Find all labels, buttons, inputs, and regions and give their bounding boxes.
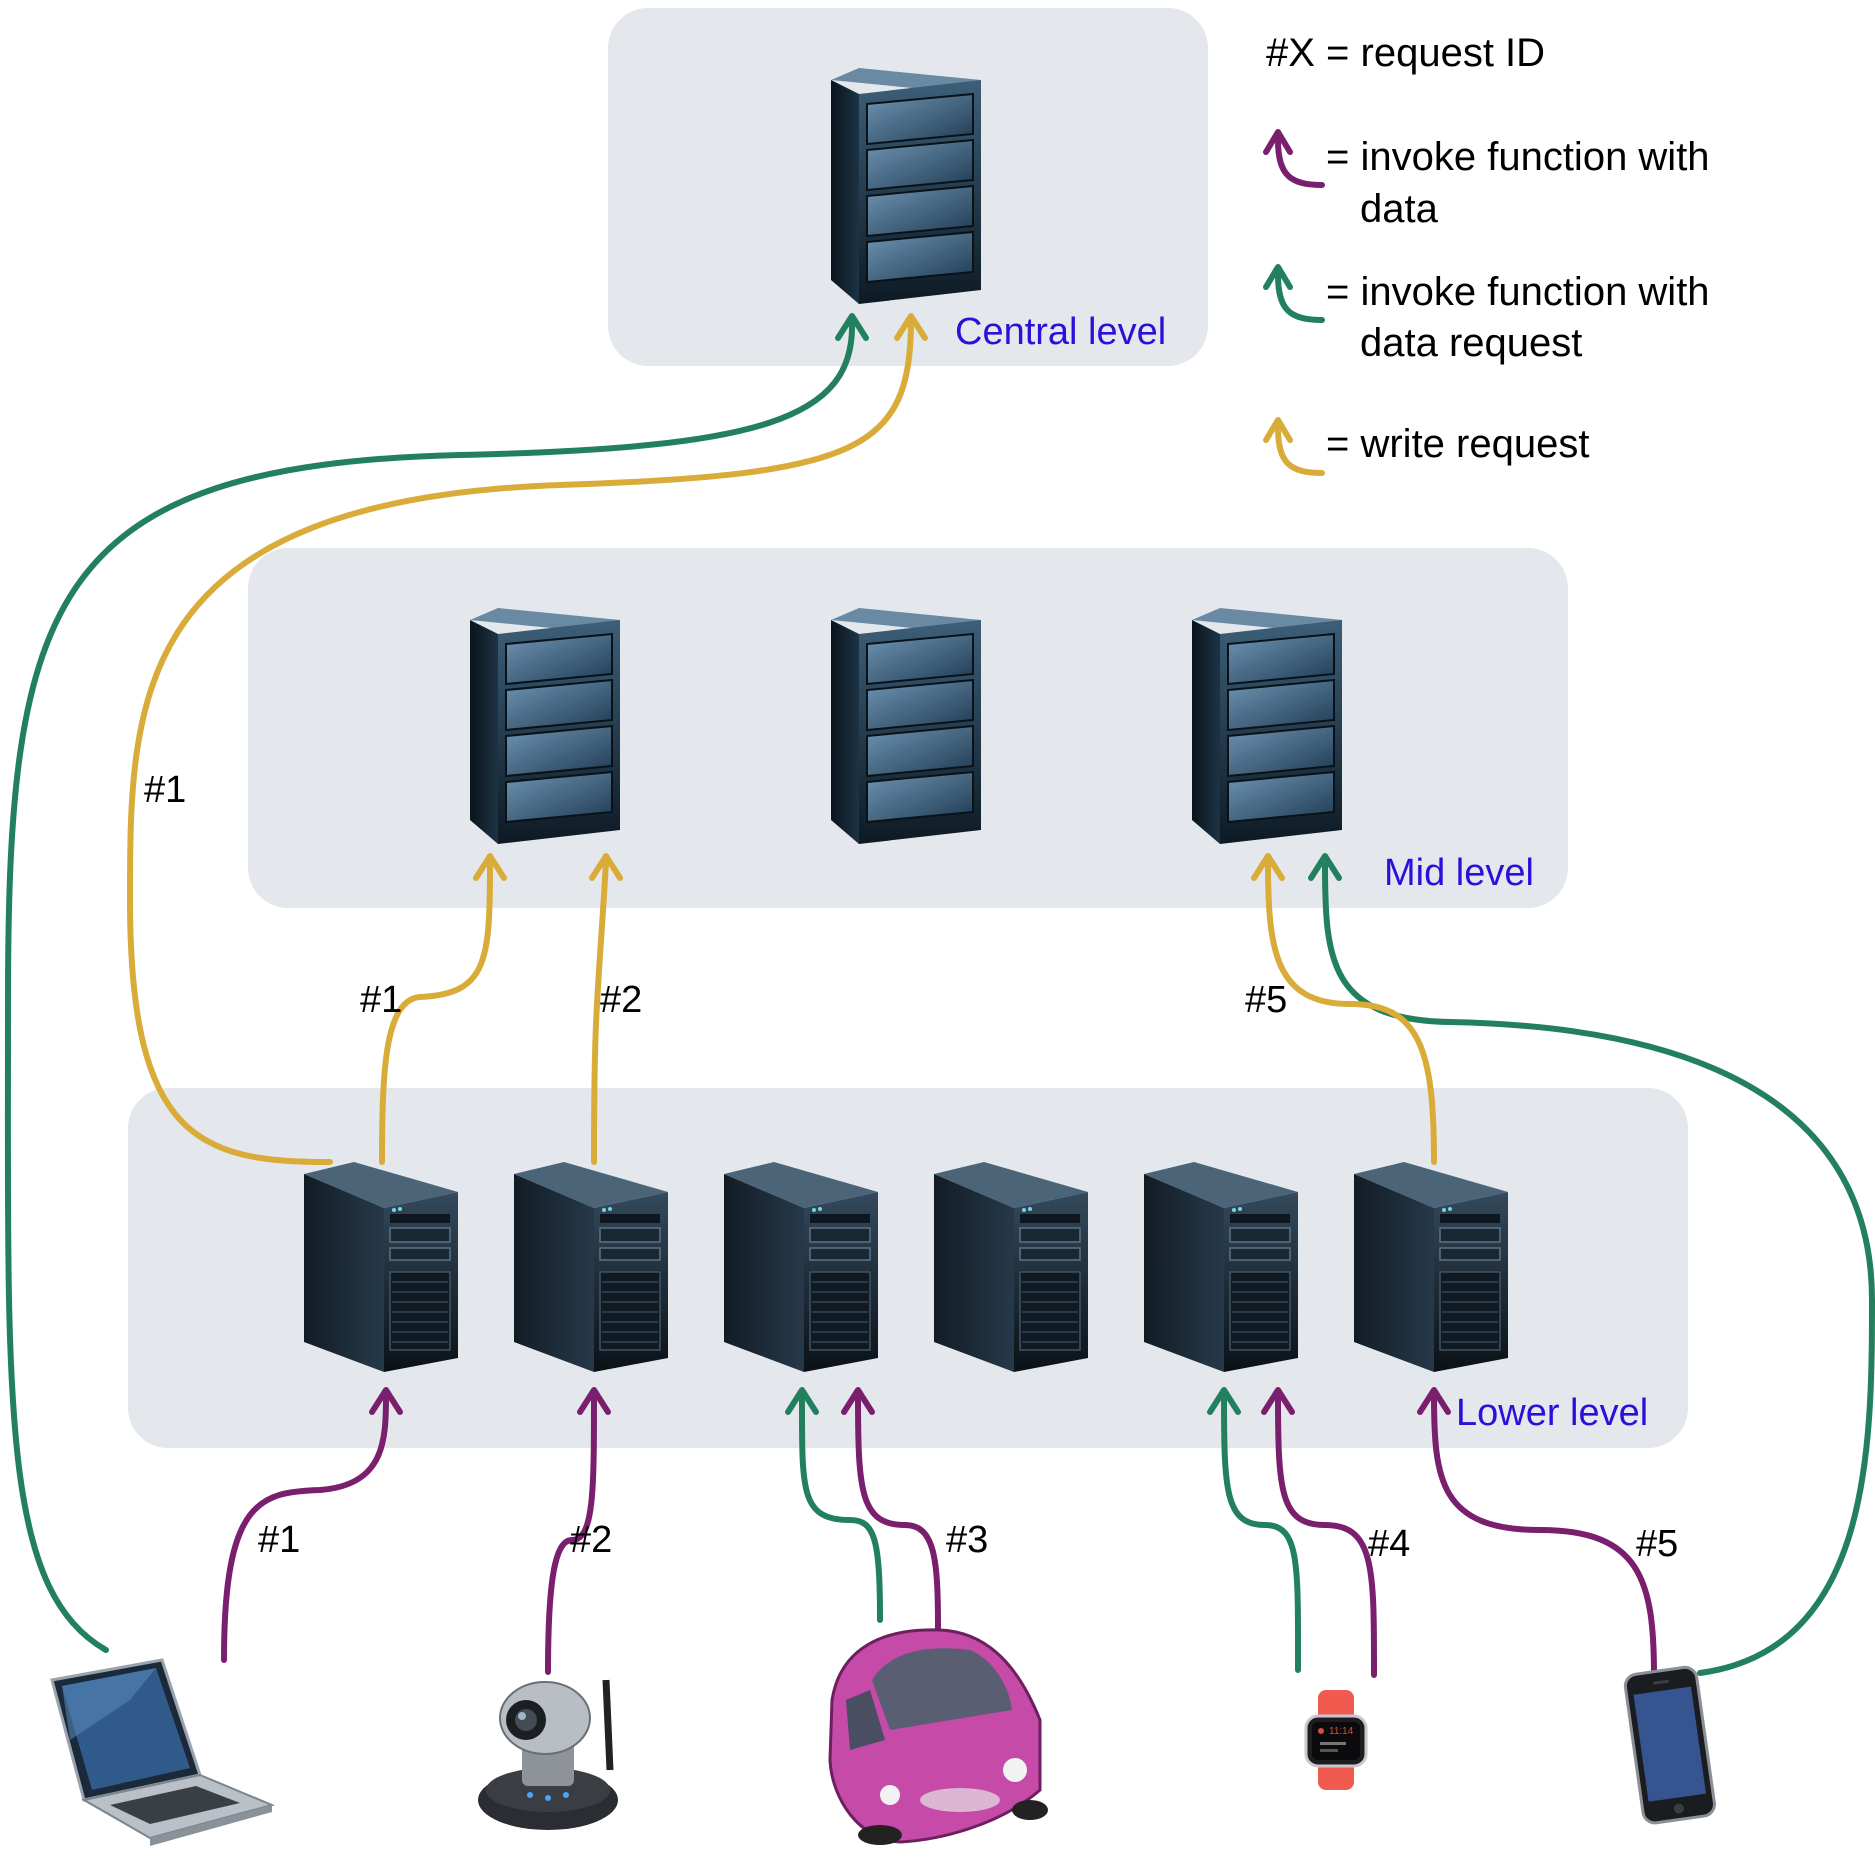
legend-invoke-request-swatch bbox=[1275, 272, 1325, 323]
arrowhead bbox=[785, 1387, 819, 1415]
mid-level-label: Mid level bbox=[1384, 852, 1534, 894]
arrow-phone-to-mid3 bbox=[1322, 862, 1875, 1676]
arrow-watch-to-lower5b bbox=[1275, 1392, 1378, 1678]
central-server-icon bbox=[830, 67, 982, 305]
request-label-5-mid: #5 bbox=[1245, 979, 1287, 1021]
legend-invoke-data-line2: data bbox=[1360, 187, 1439, 231]
legend-invoke-data-swatch bbox=[1275, 137, 1325, 188]
request-label-5-low: #5 bbox=[1636, 1523, 1678, 1565]
legend-invoke-data-line1: = invoke function with bbox=[1326, 135, 1710, 179]
arrowhead bbox=[473, 853, 507, 881]
arrowhead bbox=[835, 313, 869, 341]
legend-write-text: = write request bbox=[1326, 422, 1589, 466]
lower-server-3-icon bbox=[723, 1161, 879, 1373]
request-label-2-low: #2 bbox=[570, 1519, 612, 1561]
arrowhead bbox=[1308, 853, 1342, 881]
arrowhead bbox=[1207, 1387, 1241, 1415]
arrow-lower6-to-mid3 bbox=[1265, 859, 1437, 1165]
arrowhead bbox=[841, 1387, 875, 1415]
arrowhead bbox=[577, 1387, 611, 1415]
legend-write-swatch bbox=[1275, 425, 1325, 476]
arrow-lower2-to-mid2 bbox=[591, 859, 609, 1165]
smartphone-icon bbox=[1623, 1665, 1716, 1825]
arrow-camera-to-lower2 bbox=[545, 1392, 597, 1675]
arrowhead bbox=[1417, 1387, 1451, 1415]
arrowhead bbox=[1251, 853, 1285, 881]
arrow-lower1-to-central bbox=[126, 319, 914, 1165]
mid-server-3-icon bbox=[1191, 607, 1343, 845]
legend-request-id: #X = request ID bbox=[1266, 31, 1545, 75]
arrowhead bbox=[1261, 1387, 1295, 1415]
lower-server-5-icon bbox=[1143, 1161, 1299, 1373]
lower-server-4-icon bbox=[933, 1161, 1089, 1373]
lower-level-label: Lower level bbox=[1456, 1392, 1648, 1434]
laptop-icon bbox=[50, 1658, 276, 1846]
mid-server-2-icon bbox=[830, 607, 982, 845]
request-label-4-low: #4 bbox=[1368, 1523, 1410, 1565]
lower-server-2-icon bbox=[513, 1161, 669, 1373]
arrowhead bbox=[1263, 417, 1293, 443]
mid-server-1-icon bbox=[469, 607, 621, 845]
request-label-3-low: #3 bbox=[946, 1519, 988, 1561]
request-label-2-mid: #2 bbox=[600, 979, 642, 1021]
smartwatch-icon: 11:14 bbox=[1304, 1690, 1368, 1790]
arrowhead bbox=[894, 313, 928, 341]
arrow-laptop-to-lower1 bbox=[221, 1392, 389, 1663]
arrowhead bbox=[369, 1387, 403, 1415]
central-level-label: Central level bbox=[955, 311, 1166, 353]
arrow-watch-to-lower5 bbox=[1221, 1392, 1302, 1673]
arrowhead bbox=[1263, 264, 1293, 290]
request-label-1-long: #1 bbox=[144, 769, 186, 811]
ip-camera-icon bbox=[478, 1679, 618, 1830]
watch-time: 11:14 bbox=[1329, 1726, 1354, 1737]
lower-server-6-icon bbox=[1353, 1161, 1509, 1373]
legend-invoke-request-line1: = invoke function with bbox=[1326, 270, 1710, 314]
request-label-1-low: #1 bbox=[258, 1519, 300, 1561]
arrow-car-to-lower3b bbox=[855, 1392, 941, 1631]
arrowhead bbox=[589, 853, 623, 881]
request-label-1-mid: #1 bbox=[360, 979, 402, 1021]
arrowhead bbox=[1263, 129, 1293, 155]
arrow-lower1-to-mid1 bbox=[379, 859, 493, 1165]
arrow-phone-to-lower6 bbox=[1431, 1392, 1657, 1678]
car-icon bbox=[828, 1628, 1048, 1845]
arrow-car-to-lower3 bbox=[798, 1392, 883, 1623]
lower-server-1-icon bbox=[303, 1161, 459, 1373]
legend-invoke-request-line2: data request bbox=[1360, 321, 1582, 365]
arrow-laptop-to-central bbox=[4, 319, 856, 1653]
legend: #X = request ID = invoke function with d… bbox=[1263, 31, 1710, 476]
